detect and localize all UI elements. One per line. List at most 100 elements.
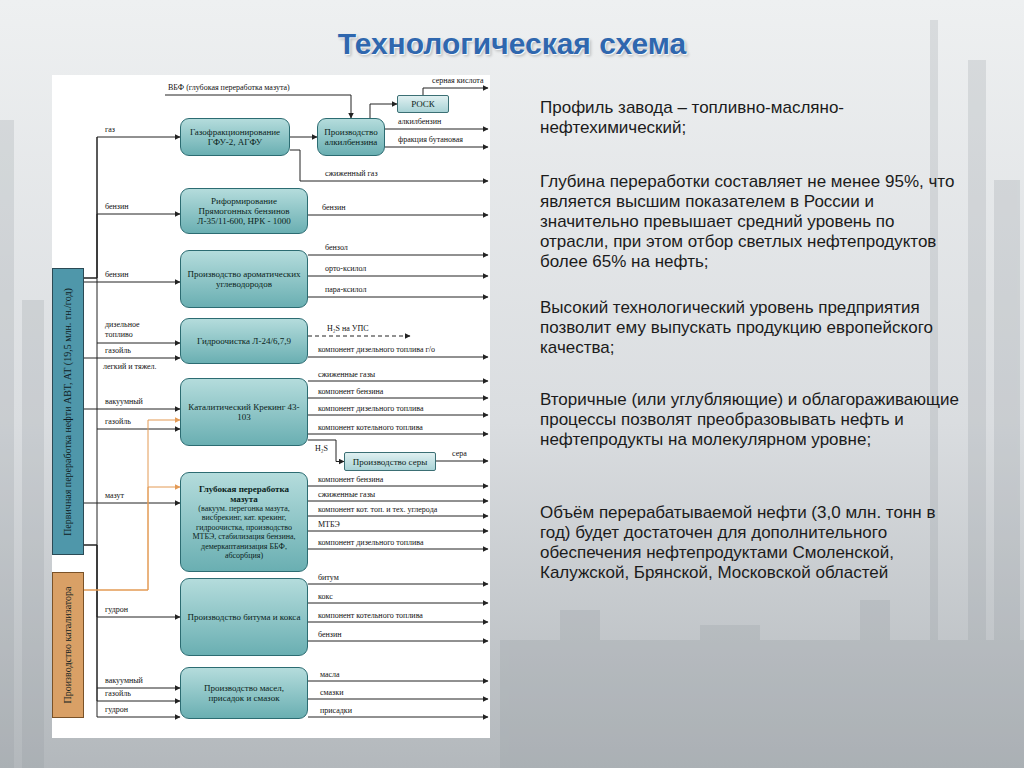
flow-label: газойль (105, 689, 131, 699)
flow-label: газойль (105, 417, 131, 427)
box-title: Глубокая переработка мазута (185, 484, 303, 504)
flow-line (97, 429, 180, 430)
flow-label: компонент бензина (318, 475, 383, 485)
tank (860, 600, 890, 650)
flow-label: H₂S на УПС (327, 324, 369, 334)
flow-line (308, 486, 488, 487)
tank (560, 610, 600, 650)
connector (84, 503, 180, 504)
band-label: Производство катализатора (62, 587, 74, 704)
band-label: Первичная переработка нефти АВТ, АТ (19,… (62, 288, 74, 536)
column (22, 300, 44, 768)
flow-label: МТБЭ (318, 520, 340, 530)
process-box: Производство масел, присадок и смазок (180, 667, 308, 719)
tank (700, 625, 760, 650)
edge-label: гудрон (104, 605, 129, 615)
bullet-text: Профиль завода – топливно-масляно-нефтех… (540, 98, 960, 138)
process-box: Риформирование Прямогонных бензинов Л-35… (180, 188, 308, 234)
flow-label: бензин (318, 630, 342, 640)
process-box: Гидроочистка Л-24/6,7,9 (180, 318, 308, 364)
flow-line (385, 129, 488, 130)
flow-label: гудрон (105, 705, 128, 715)
connector (84, 282, 180, 283)
connector (84, 545, 180, 701)
refinery-silhouette (0, 20, 1024, 768)
connector (84, 214, 180, 278)
flow-line (385, 147, 488, 148)
connector (84, 409, 180, 410)
flow-line (97, 688, 180, 689)
box-text: (вакуум. перегонка мазута, висбрекинг, к… (185, 504, 303, 561)
flow-label: компонент котельного топлива (318, 423, 423, 433)
flow-line (308, 501, 488, 502)
flow-label: компонент дизельного топлива (318, 404, 424, 414)
flow-label: бензин (322, 203, 346, 213)
edge-label: мазут (104, 491, 125, 501)
slide-title: Технологическая схема (0, 26, 1024, 62)
bullet-text: Вторичные (или углубляющие) и облагоражи… (540, 390, 960, 450)
flow-label: бензол (325, 243, 348, 253)
flow-line (308, 415, 488, 416)
flow-line (308, 297, 488, 298)
bullet-text: Высокий технологический уровень предприя… (540, 298, 960, 358)
column (0, 120, 14, 768)
flow-line (308, 681, 488, 682)
box-title: Гидроочистка Л-24/6,7,9 (197, 336, 291, 346)
flow-label: ВБФ (глубокая переработка мазута) (168, 83, 290, 93)
box-title: Риформирование Прямогонных бензинов Л-35… (185, 196, 303, 226)
flow-label: компонент дизельного топлива (318, 538, 424, 548)
flow-label: серная кислота (432, 76, 483, 86)
connector (84, 137, 180, 278)
flow-label: газойль (105, 346, 131, 356)
flow-line (423, 88, 488, 95)
flow-label: компонент бензина (318, 387, 383, 397)
flow-label: орто-ксилол (325, 264, 366, 274)
connector (84, 545, 180, 617)
flow-label: дизельное топливо (105, 320, 167, 340)
bullet-text: Глубина переработки составляет не менее … (540, 172, 960, 272)
flow-label: пара-ксилол (325, 285, 366, 295)
box-title: Производство алкилбензина (322, 127, 380, 147)
process-box: Газофракционирование ГФУ-2, АГФУ (180, 118, 290, 156)
flow-line (308, 381, 488, 382)
flow-line (308, 584, 488, 585)
flow-line (308, 215, 488, 216)
flow-label: сжиженные газы (318, 490, 375, 500)
dashed-flow-line (308, 336, 410, 337)
connector (370, 104, 397, 118)
flow-label: компонент кот. топ. и тех. углерода (318, 505, 437, 515)
flow-line (308, 398, 488, 399)
flow-line (308, 603, 488, 604)
flow-line (436, 461, 488, 462)
connector (84, 420, 180, 590)
flow-label: фракция бутановая (398, 135, 463, 145)
box-title: Производство ароматических углеводородов (185, 269, 303, 289)
box-title: Производство масел, присадок и смазок (185, 683, 303, 703)
flow-line (308, 699, 488, 700)
flow-label: компонент дизельного топлива г/о (318, 345, 435, 355)
process-band: Первичная переработка нефти АВТ, АТ (19,… (52, 268, 84, 555)
edge-label: газ (104, 125, 116, 135)
box-title: РОСК (411, 99, 435, 109)
flow-label: компонент котельного топлива (318, 611, 423, 621)
flow-line (97, 343, 180, 344)
flow-label: битум (318, 573, 339, 583)
process-box: РОСК (397, 95, 449, 113)
flow-line (308, 641, 488, 642)
flow-label: легкий и тяжел. (103, 362, 157, 372)
flow-line (97, 717, 180, 718)
flow-line (308, 357, 488, 358)
process-box: Производство алкилбензина (317, 118, 385, 156)
flow-label: сера (452, 449, 467, 459)
flow-line (165, 95, 351, 118)
process-box: Производство битума и кокса (180, 578, 308, 656)
process-box: Глубокая переработка мазута(вакуум. пере… (180, 472, 308, 572)
connector (290, 137, 317, 138)
plant-base (500, 640, 1024, 768)
flow-label: присадки (320, 706, 352, 716)
process-box: Производство ароматических углеводородов (180, 250, 308, 308)
flow-label: H₂S (315, 444, 328, 454)
connector (84, 487, 180, 590)
